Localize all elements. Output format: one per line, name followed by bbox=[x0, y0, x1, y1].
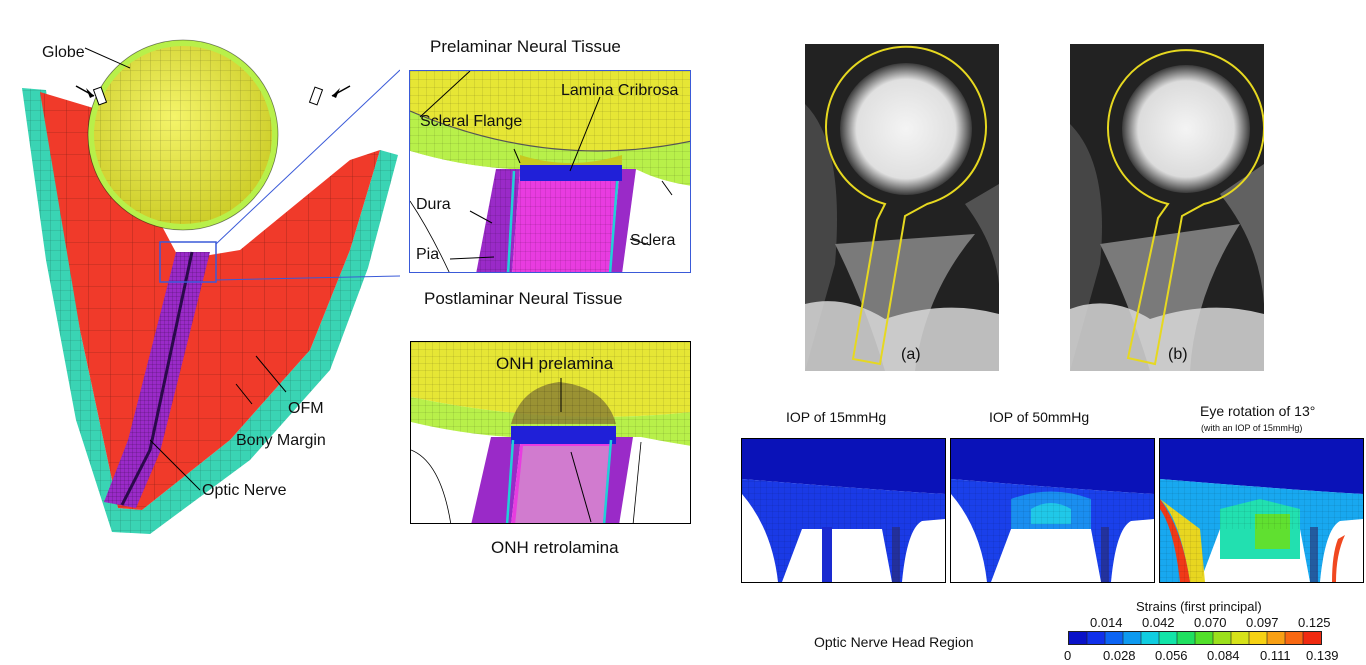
top-tick: 0.014 bbox=[1090, 615, 1123, 630]
label-globe: Globe bbox=[42, 44, 85, 61]
label-pia: Pia bbox=[416, 246, 440, 263]
bottom-tick: 0.056 bbox=[1155, 648, 1188, 663]
colorbar bbox=[1068, 631, 1322, 645]
bottom-tick: 0.084 bbox=[1207, 648, 1240, 663]
top-tick: 0.125 bbox=[1298, 615, 1331, 630]
top-tick: 0.097 bbox=[1246, 615, 1279, 630]
label-bony-margin: Bony Margin bbox=[236, 432, 326, 449]
colorbar-swatch bbox=[1249, 632, 1268, 644]
strain-panel-2 bbox=[950, 438, 1155, 583]
strain-panel-3 bbox=[1159, 438, 1364, 583]
mri-label-b: (b) bbox=[1168, 346, 1188, 363]
onh-highlight-box bbox=[159, 241, 217, 283]
colorbar-swatch bbox=[1069, 632, 1088, 644]
label-ofm: OFM bbox=[288, 400, 324, 417]
label-dura: Dura bbox=[416, 196, 451, 213]
strain-panel-subtitle-3: (with an IOP of 15mmHg) bbox=[1201, 423, 1303, 433]
mri-image-b: (b) bbox=[1070, 44, 1264, 371]
label-prelaminar-neural-tissue: Prelaminar Neural Tissue bbox=[430, 37, 621, 56]
colorbar-swatch bbox=[1267, 632, 1286, 644]
colorbar-swatch bbox=[1105, 632, 1124, 644]
bottom-tick: 0.111 bbox=[1260, 648, 1291, 663]
strain-panel-1 bbox=[741, 438, 946, 583]
top-tick: 0.070 bbox=[1194, 615, 1227, 630]
bottom-tick: 0.139 bbox=[1306, 648, 1339, 663]
colorbar-swatch bbox=[1123, 632, 1142, 644]
contour-a bbox=[825, 45, 987, 366]
strain-panel-title-1: IOP of 15mmHg bbox=[786, 409, 887, 425]
contour-b bbox=[1107, 49, 1264, 366]
region-label: Optic Nerve Head Region bbox=[814, 634, 974, 650]
bottom-tick: 0.028 bbox=[1103, 648, 1136, 663]
strain-panel-title-3: Eye rotation of 13° bbox=[1200, 403, 1316, 419]
colorbar-title: Strains (first principal) bbox=[1136, 599, 1262, 614]
label-postlaminar-neural-tissue: Postlaminar Neural Tissue bbox=[424, 289, 623, 308]
colorbar-swatch bbox=[1231, 632, 1250, 644]
label-lamina-cribrosa: Lamina Cribrosa bbox=[561, 82, 679, 99]
colorbar-swatch bbox=[1195, 632, 1214, 644]
strain-panel-title-2: IOP of 50mmHg bbox=[989, 409, 1090, 425]
colorbar-swatch bbox=[1303, 632, 1321, 644]
colorbar-swatch bbox=[1285, 632, 1304, 644]
label-optic-nerve: Optic Nerve bbox=[202, 482, 287, 499]
onh-detail-panel bbox=[409, 70, 691, 273]
colorbar-swatch bbox=[1177, 632, 1196, 644]
mri-label-a: (a) bbox=[901, 346, 921, 363]
onh-region-panel bbox=[410, 341, 691, 524]
lamina-cribrosa-shape bbox=[520, 163, 622, 181]
label-scleral-flange: Scleral Flange bbox=[420, 113, 523, 130]
label-sclera: Sclera bbox=[630, 232, 676, 249]
label-onh-retrolamina: ONH retrolamina bbox=[491, 538, 619, 557]
onh-retrolamina-shape bbox=[515, 446, 609, 523]
colorbar-swatch bbox=[1159, 632, 1178, 644]
colorbar-swatch bbox=[1213, 632, 1232, 644]
colorbar-swatch bbox=[1141, 632, 1160, 644]
colorbar-bottom-ticks: 0 0.028 0.056 0.084 0.111 0.139 bbox=[1064, 647, 1354, 663]
mri-image-a: (a) bbox=[805, 44, 999, 371]
colorbar-top-ticks: 0.014 0.042 0.070 0.097 0.125 bbox=[1090, 614, 1331, 630]
colorbar-swatch bbox=[1087, 632, 1106, 644]
label-onh-prelamina: ONH prelamina bbox=[496, 354, 614, 373]
bottom-tick: 0 bbox=[1064, 648, 1072, 663]
eye-model-figure bbox=[0, 0, 400, 600]
top-tick: 0.042 bbox=[1142, 615, 1175, 630]
